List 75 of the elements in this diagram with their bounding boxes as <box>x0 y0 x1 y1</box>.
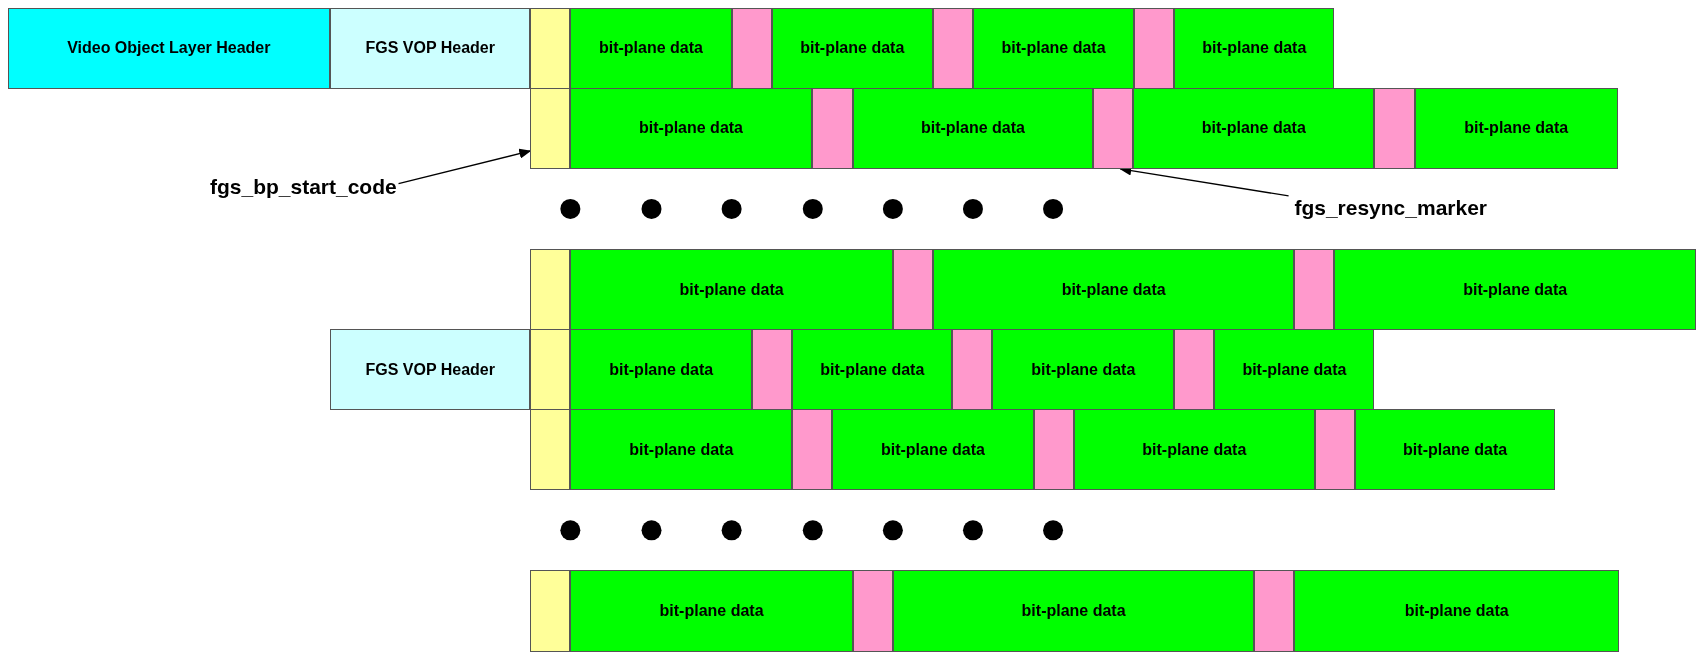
box-label: FGS VOP Header <box>365 39 495 58</box>
bit-plane-data-box <box>570 329 753 411</box>
box-label: bit-plane data <box>1463 280 1568 299</box>
bit-plane-data-box <box>771 7 933 89</box>
bit-plane-data-box <box>972 7 1135 89</box>
layer-header-box <box>7 7 331 89</box>
vop-header-box <box>330 329 531 411</box>
resync-marker-box <box>932 7 973 89</box>
bit-plane-data-box <box>1355 409 1556 491</box>
bit-plane-data-box <box>892 570 1255 652</box>
box-label: bit-plane data <box>629 440 734 459</box>
bit-plane-data-box <box>1133 87 1375 169</box>
resync-marker-box <box>892 248 933 331</box>
bit-plane-data-box <box>1294 570 1620 652</box>
resync-marker-box <box>811 87 853 169</box>
box-label: bit-plane data <box>820 360 925 379</box>
start-code-box <box>530 87 571 169</box>
bit-plane-data-box <box>570 87 812 169</box>
box-label: Video Object Layer Header <box>67 39 271 58</box>
start-code-box <box>530 409 571 491</box>
box-label: bit-plane data <box>920 119 1025 138</box>
box-label: bit-plane data <box>1202 39 1307 58</box>
resync-marker-box <box>792 409 833 491</box>
bit-plane-data-box <box>570 409 793 491</box>
start-code-box <box>530 329 571 411</box>
box-label: bit-plane data <box>1061 280 1166 299</box>
resync-marker-box <box>1093 87 1134 169</box>
resync-marker-box <box>1294 248 1335 331</box>
box-label: bit-plane data <box>1031 360 1136 379</box>
resync-marker-box <box>731 7 772 89</box>
bit-plane-data-box <box>570 570 853 652</box>
callout-label: fgs_resync_marker <box>1294 195 1488 220</box>
box-label: bit-plane data <box>659 601 764 620</box>
box-label: bit-plane data <box>1242 360 1347 379</box>
box-label: bit-plane data <box>1001 39 1106 58</box>
bit-plane-data-box <box>1214 329 1375 411</box>
box-label: bit-plane data <box>1464 119 1569 138</box>
bit-plane-data-box <box>852 87 1094 169</box>
start-code-box <box>530 570 571 652</box>
box-label: bit-plane data <box>598 39 703 58</box>
callout-label: fgs_bp_start_code <box>209 175 397 200</box>
bit-plane-data-box <box>1073 409 1315 491</box>
box-label: FGS VOP Header <box>365 360 495 379</box>
bit-plane-data-box <box>992 329 1175 411</box>
resync-marker-box <box>852 570 893 652</box>
box-label: bit-plane data <box>1403 440 1508 459</box>
box-label: bit-plane data <box>1404 601 1509 620</box>
bit-plane-data-box <box>570 7 732 89</box>
resync-marker-box <box>1134 7 1175 89</box>
box-label: bit-plane data <box>639 119 743 138</box>
box-label: bit-plane data <box>800 39 905 58</box>
box-label: bit-plane data <box>679 280 784 299</box>
bit-plane-data-box <box>570 248 893 331</box>
box-label: bit-plane data <box>1201 119 1306 138</box>
vop-header-box <box>330 7 531 89</box>
box-label: bit-plane data <box>880 440 985 459</box>
bit-plane-data-box <box>1174 7 1335 89</box>
resync-marker-box <box>1374 87 1415 169</box>
bit-plane-data-box <box>832 409 1034 491</box>
box-label: bit-plane data <box>609 360 714 379</box>
resync-marker-box <box>1314 409 1355 491</box>
bit-plane-data-box <box>932 248 1295 331</box>
box-label: bit-plane data <box>1142 440 1247 459</box>
resync-marker-box <box>1254 570 1295 652</box>
resync-marker-box <box>752 329 793 411</box>
bit-plane-data-box <box>1414 87 1618 169</box>
bit-plane-data-box <box>792 329 953 411</box>
box-label: bit-plane data <box>1021 601 1126 620</box>
resync-marker-box <box>1174 329 1215 411</box>
start-code-box <box>530 248 571 331</box>
bit-plane-data-box <box>1334 248 1696 331</box>
leader-arrow <box>397 148 532 185</box>
resync-marker-box <box>1033 409 1074 491</box>
start-code-box <box>530 7 571 89</box>
resync-marker-box <box>952 329 993 411</box>
